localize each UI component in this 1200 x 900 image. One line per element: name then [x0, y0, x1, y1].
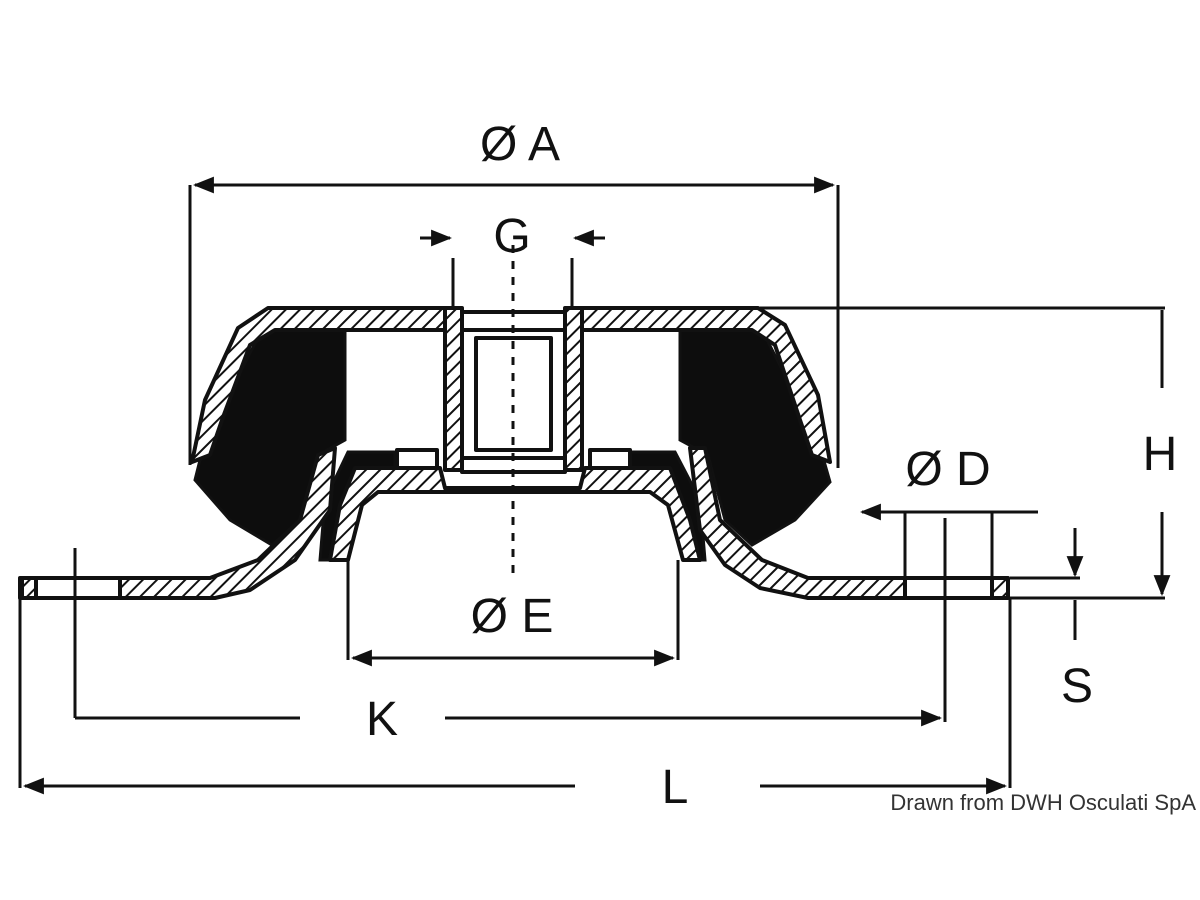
dimension-h: H [760, 306, 1178, 600]
dimension-d: Ø D [859, 443, 1038, 578]
dimension-d-label: Ø D [905, 443, 990, 496]
source-credit: Drawn from DWH Osculati SpA [890, 790, 1196, 815]
dimension-s: S [1010, 528, 1093, 713]
dimension-a: Ø A [188, 118, 840, 468]
dimension-s-label: S [1061, 660, 1093, 713]
dimension-l: L [18, 598, 1012, 814]
dimension-g-label: G [493, 210, 530, 263]
base-plate [18, 446, 1010, 600]
dimension-l-label: L [662, 761, 689, 814]
dimension-k-label: K [366, 693, 398, 746]
dimension-a-label: Ø A [480, 118, 560, 171]
dimension-g: G [420, 210, 605, 308]
dimension-e-label: Ø E [471, 590, 554, 643]
dimension-h-label: H [1143, 428, 1178, 481]
threaded-sleeve [443, 306, 584, 474]
dimension-k: K [73, 518, 947, 746]
dimension-e: Ø E [346, 560, 680, 667]
